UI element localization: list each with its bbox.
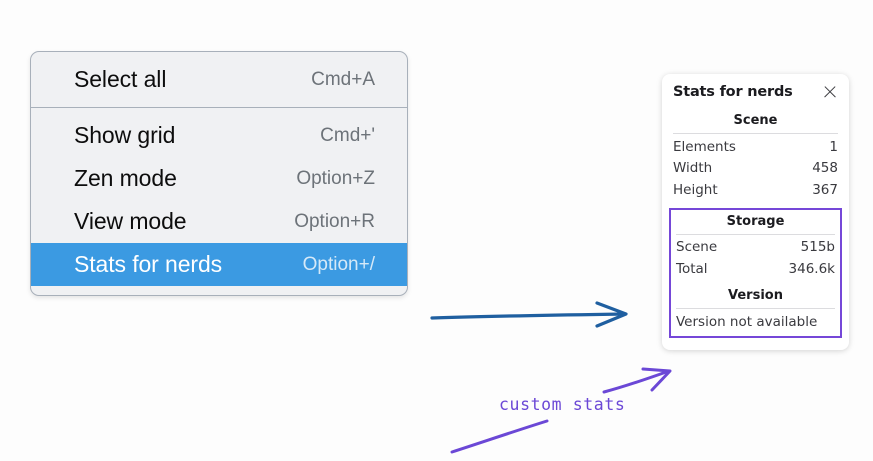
stat-key: Height xyxy=(673,182,718,199)
custom-stats-highlight-box: Storage Scene 515b Total 346.6k Version … xyxy=(669,207,842,339)
menu-item-shortcut: Cmd+' xyxy=(320,124,375,146)
menu-separator xyxy=(31,107,407,108)
menu-group-2: Show grid Cmd+' Zen mode Option+Z View m… xyxy=(31,114,407,286)
stat-value: 346.6k xyxy=(788,261,835,277)
stat-row-storage-total: Total 346.6k xyxy=(676,259,835,281)
stats-section-scene: Scene Elements 1 Width 458 Height 367 xyxy=(673,110,838,202)
stat-value: 367 xyxy=(812,182,838,199)
menu-item-shortcut: Cmd+A xyxy=(311,68,375,90)
stats-section-version: Version Version not available xyxy=(676,280,835,331)
menu-item-shortcut: Option+/ xyxy=(302,253,375,275)
stats-section-storage: Storage Scene 515b Total 346.6k xyxy=(676,211,835,281)
menu-item-view-mode[interactable]: View mode Option+R xyxy=(31,200,407,243)
menu-item-label: Zen mode xyxy=(74,165,177,191)
stats-for-nerds-panel: Stats for nerds Scene Elements 1 Width 4… xyxy=(662,74,849,351)
stat-row-elements: Elements 1 xyxy=(673,136,838,158)
stats-panel-header: Stats for nerds xyxy=(673,84,838,100)
stat-key: Width xyxy=(673,160,713,177)
stat-row-height: Height 367 xyxy=(673,180,838,202)
menu-item-label: View mode xyxy=(74,208,187,234)
close-icon[interactable] xyxy=(822,85,837,100)
section-heading-scene: Scene xyxy=(733,113,778,128)
stat-row-version-unavailable: Version not available xyxy=(676,314,818,331)
menu-item-label: Select all xyxy=(74,66,167,92)
menu-item-select-all[interactable]: Select all Cmd+A xyxy=(31,58,407,101)
stat-value: 1 xyxy=(829,138,838,155)
section-divider xyxy=(676,308,835,310)
menu-item-zen-mode[interactable]: Zen mode Option+Z xyxy=(31,157,407,200)
canvas-context-menu[interactable]: Select all Cmd+A Show grid Cmd+' Zen mod… xyxy=(30,51,408,296)
stats-panel-title: Stats for nerds xyxy=(673,84,793,100)
custom-stats-annotation-label: custom stats xyxy=(499,395,626,414)
menu-item-label: Stats for nerds xyxy=(74,251,223,277)
menu-item-stats-for-nerds[interactable]: Stats for nerds Option+/ xyxy=(31,243,407,286)
menu-item-shortcut: Option+Z xyxy=(296,167,375,189)
menu-group-1: Select all Cmd+A xyxy=(31,58,407,101)
purple-pointer-arrow xyxy=(602,367,672,394)
menu-item-label: Show grid xyxy=(74,122,176,148)
purple-tail-stroke xyxy=(450,419,549,454)
stat-key: Total xyxy=(676,261,708,277)
stat-value: 515b xyxy=(800,239,835,256)
blue-pointer-arrow xyxy=(430,301,628,328)
stat-row-storage-scene: Scene 515b xyxy=(676,237,835,259)
section-heading-storage: Storage xyxy=(726,213,785,229)
stat-key: Scene xyxy=(676,239,718,256)
section-divider xyxy=(673,133,838,134)
stat-value: 458 xyxy=(812,160,838,177)
menu-item-shortcut: Option+R xyxy=(294,210,375,232)
stat-row-width: Width 458 xyxy=(673,158,838,180)
section-divider xyxy=(676,233,835,235)
stat-key: Elements xyxy=(673,138,736,155)
section-heading-version: Version xyxy=(728,288,783,304)
menu-item-show-grid[interactable]: Show grid Cmd+' xyxy=(31,114,407,157)
